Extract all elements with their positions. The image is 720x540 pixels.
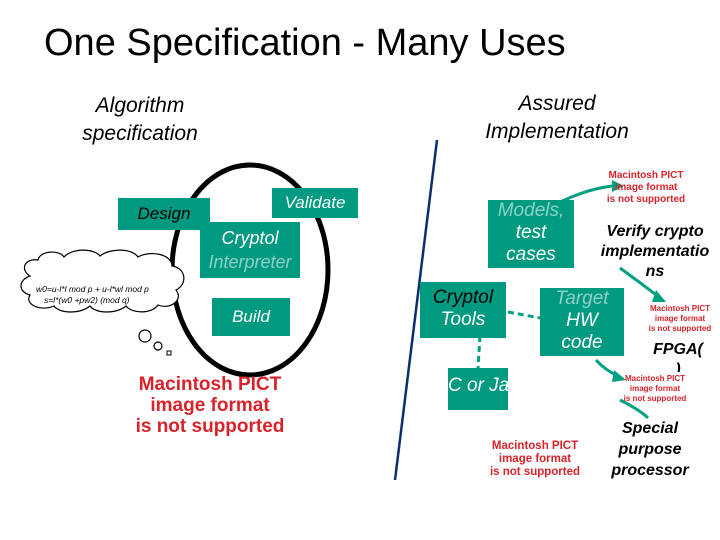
pict-line: image format <box>150 395 270 416</box>
pict-placeholder-bottom: Macintosh PICT image format is not suppo… <box>472 440 598 479</box>
thought-bubble-dot <box>153 341 163 351</box>
assured-implementation-heading: Assured Implementation <box>462 90 652 146</box>
special-purpose-label: Special purpose processor <box>598 418 702 481</box>
verify-line: Verify crypto <box>606 223 704 240</box>
divider-line <box>393 139 439 481</box>
formula-line: w0=u-l*l mod p + u-l*wl mod p <box>36 284 149 294</box>
pict-line: Macintosh PICT <box>608 170 684 181</box>
arrow-tools-to-cjava <box>476 335 482 369</box>
fpga-line: FPGA( <box>653 341 703 358</box>
c-or-java-box: C or Java <box>448 368 508 410</box>
thought-bubble-dot <box>138 329 152 343</box>
interpreter-line: Interpreter <box>208 252 292 272</box>
cryptol-tools-box: Cryptol Tools <box>420 282 506 338</box>
pict-placeholder-top-right: Macintosh PICT image format is not suppo… <box>598 170 694 206</box>
target-line: Target <box>555 288 609 309</box>
design-box: Design <box>118 198 210 230</box>
pict-line: image format <box>629 384 681 393</box>
formula-line: s=l*(w0 +pw2) (mod q) <box>44 295 130 305</box>
slide-title: One Specification - Many Uses <box>44 22 566 64</box>
pict-line: is not supported <box>623 394 687 403</box>
algorithm-spec-heading: Algorithm specification <box>60 92 220 148</box>
pict-line: Macintosh PICT <box>138 374 282 395</box>
pict-line: is not supported <box>648 324 712 333</box>
pict-line: is not supported <box>606 194 686 205</box>
arrow-head <box>652 290 666 302</box>
special-line: processor <box>611 462 689 479</box>
pict-placeholder-fpga: Macintosh PICT image format is not suppo… <box>620 374 690 404</box>
arrow-to-special <box>619 398 650 420</box>
target-hw-code-box: Target HW code <box>540 288 624 356</box>
fpga-label: FPGA( ) <box>642 340 714 372</box>
pict-line: Macintosh PICT <box>491 440 579 452</box>
heading-line: specification <box>82 122 198 145</box>
pict-line: is not supported <box>135 416 285 437</box>
models-test-cases-box: Models, test cases <box>488 200 574 268</box>
pict-line: Macintosh PICT <box>624 374 685 383</box>
thought-bubble-text: w0=u-l*l mod p + u-l*wl mod p s=l*(w0 +p… <box>36 284 171 306</box>
verify-crypto-label: Verify crypto implementatio ns <box>592 222 718 282</box>
build-box: Build <box>212 298 290 336</box>
arrow-tools-to-target <box>507 310 541 320</box>
thought-bubble-cloud <box>20 249 185 313</box>
verify-line: ns <box>645 263 665 280</box>
pict-line: image format <box>498 453 572 465</box>
tools-line: Tools <box>440 309 486 330</box>
special-line: purpose <box>618 441 682 458</box>
target-line: code <box>561 332 603 353</box>
pict-line: image format <box>614 182 678 193</box>
cryptol-interpreter-box: Cryptol Interpreter <box>200 222 300 278</box>
arrow-head <box>612 180 624 192</box>
pict-placeholder-left: Macintosh PICT image format is not suppo… <box>130 374 290 437</box>
models-line: cases <box>506 244 556 265</box>
pict-line: is not supported <box>489 466 581 478</box>
heading-line: Assured <box>518 92 596 115</box>
pict-placeholder-verify: Macintosh PICT image format is not suppo… <box>640 304 720 334</box>
models-line: test <box>515 222 547 243</box>
validate-box: Validate <box>272 188 358 218</box>
verify-line: implementatio <box>600 243 710 260</box>
heading-line: Implementation <box>485 120 629 143</box>
models-line: Models, <box>497 200 565 221</box>
tools-line: Cryptol <box>432 287 494 308</box>
interpreter-line: Cryptol <box>221 228 279 248</box>
thought-bubble-dot <box>166 350 172 356</box>
special-line: Special <box>621 420 679 437</box>
arrow-head <box>612 370 626 382</box>
fpga-line: ) <box>675 361 681 372</box>
heading-line: Algorithm <box>95 94 185 117</box>
pict-line: image format <box>654 314 706 323</box>
pict-line: Macintosh PICT <box>649 304 710 313</box>
target-line: HW <box>566 310 598 331</box>
